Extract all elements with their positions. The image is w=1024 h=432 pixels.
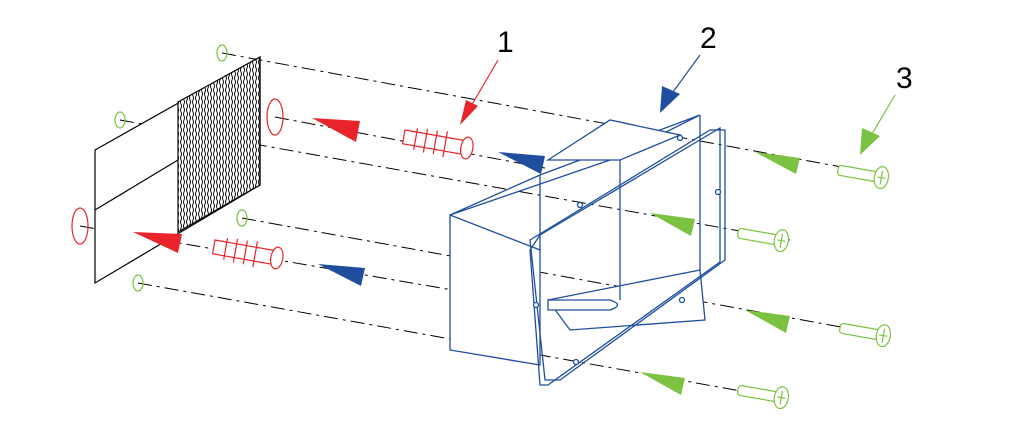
screw	[737, 227, 790, 253]
blue-direction-arrow	[498, 152, 545, 174]
box-side-body	[449, 214, 541, 366]
screw-slot	[777, 233, 786, 248]
box-flange-outline	[529, 129, 726, 381]
wall-drywall-edge	[94, 159, 179, 211]
box-slot	[547, 299, 619, 311]
box-screw-hole	[532, 301, 540, 309]
wall-section	[94, 55, 261, 285]
box-back-top-tab	[545, 119, 683, 161]
anchor-head	[460, 136, 474, 160]
red-direction-arrow	[133, 232, 182, 253]
box-screw-hole	[572, 358, 580, 366]
screw-hole-marker	[236, 209, 248, 227]
screw-hole-marker	[114, 111, 126, 129]
box-screw-hole	[678, 296, 686, 304]
wall-anchor	[211, 238, 284, 270]
screw-slot	[877, 170, 886, 185]
green-direction-arrow	[650, 213, 695, 236]
wall-anchors	[211, 128, 474, 270]
screw	[837, 164, 890, 190]
callout-2-arrowhead	[660, 86, 680, 113]
callout-label-3: 3	[896, 62, 913, 95]
callout-1-leader	[469, 59, 499, 109]
green-direction-arrow	[640, 372, 685, 395]
green-direction-arrow	[755, 152, 800, 174]
wall-hole-markers	[71, 44, 284, 292]
screw	[737, 384, 790, 410]
screws	[737, 164, 892, 410]
box-screw-hole	[676, 134, 684, 142]
box-inner-bottom	[546, 269, 706, 331]
anchor-hole-marker	[266, 98, 284, 136]
direction-arrows	[133, 118, 800, 395]
screw-shank	[737, 384, 779, 402]
screw-shank	[839, 322, 881, 340]
callout-1-arrowhead	[460, 100, 478, 125]
screw	[839, 322, 892, 348]
callout-leaders	[460, 54, 896, 155]
screw-slot	[777, 390, 786, 405]
callout-label-2: 2	[700, 22, 717, 55]
callout-labels: 1 2 3	[497, 22, 913, 95]
red-direction-arrow	[312, 118, 360, 142]
screw-shank	[737, 227, 779, 245]
box-front-flange	[529, 126, 721, 386]
callout-2-leader	[672, 54, 701, 93]
recessed-box	[449, 114, 726, 386]
callout-label-1: 1	[497, 26, 514, 59]
box-screw-hole	[576, 201, 584, 209]
anchor-hole-marker	[71, 207, 89, 245]
wall-cut-wood-face	[177, 55, 261, 234]
wall-anchor	[401, 128, 474, 160]
box-flange-top-left	[449, 114, 701, 216]
anchor-ribs	[413, 128, 448, 158]
callout-3-arrowhead	[860, 128, 880, 155]
anchor-head	[270, 246, 284, 270]
callout-3-leader	[871, 94, 896, 135]
box-screw-hole	[714, 188, 722, 196]
anchor-ribs	[223, 238, 258, 268]
screw-slot	[879, 328, 888, 343]
screw-shank	[837, 164, 879, 182]
blue-direction-arrow	[318, 264, 365, 286]
screw-hole-marker	[216, 44, 228, 62]
green-direction-arrow	[745, 310, 790, 333]
screw-hole-marker	[132, 274, 144, 292]
